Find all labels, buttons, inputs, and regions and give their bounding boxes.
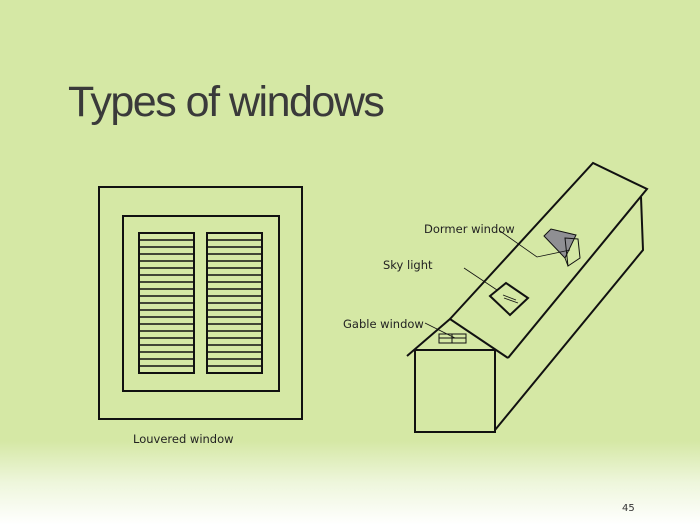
- pointer-lines: [424, 230, 571, 339]
- dormer-window: [543, 228, 581, 267]
- page-number: 45: [622, 503, 635, 514]
- gable-window: [438, 333, 467, 344]
- house-drawing: [406, 161, 649, 433]
- louvered-window-label: Louvered window: [133, 432, 234, 446]
- sky-light-label: Sky light: [383, 258, 433, 272]
- louvered-window-drawing: [98, 186, 303, 420]
- sky-light: [488, 281, 530, 317]
- slide-title: Types of windows: [68, 78, 385, 126]
- gable-window-label: Gable window: [343, 317, 424, 331]
- dormer-window-label: Dormer window: [424, 222, 515, 236]
